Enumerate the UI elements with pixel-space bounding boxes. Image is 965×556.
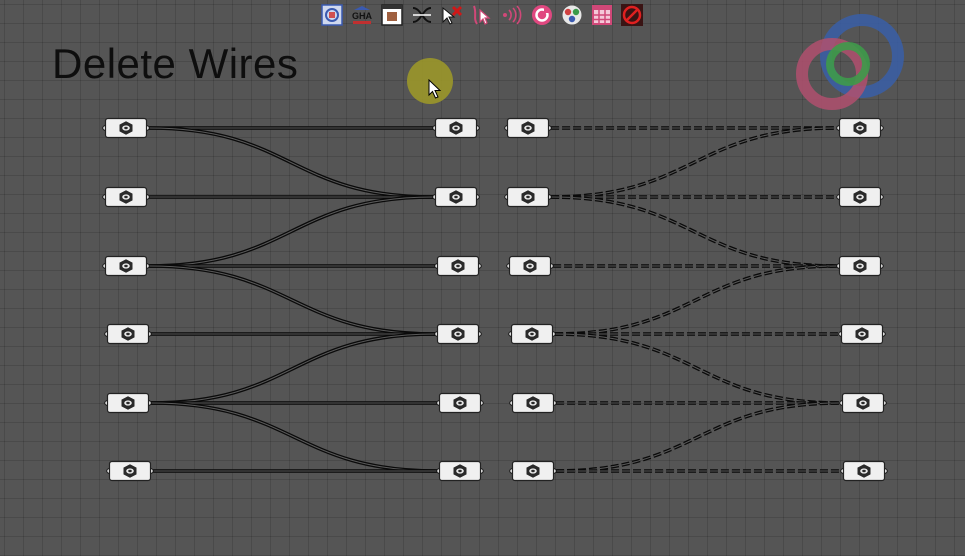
gha-icon: GHA bbox=[352, 6, 373, 24]
right-target-node-3[interactable] bbox=[838, 323, 886, 345]
broadcast-icon bbox=[503, 5, 522, 25]
gha-button[interactable]: GHA bbox=[350, 3, 374, 27]
param-node-icon bbox=[509, 392, 557, 414]
left-target-node-5[interactable] bbox=[436, 460, 484, 482]
param-node-icon bbox=[506, 255, 554, 277]
right-source-node-3[interactable] bbox=[508, 323, 556, 345]
left-wire-3[interactable] bbox=[148, 195, 434, 268]
left-source-node-3[interactable] bbox=[104, 323, 152, 345]
refresh-circle-icon bbox=[532, 5, 552, 25]
window-icon bbox=[381, 4, 403, 26]
right-wire-7[interactable] bbox=[554, 332, 841, 405]
param-node-icon bbox=[838, 323, 886, 345]
param-node-icon bbox=[436, 460, 484, 482]
right-source-node-0[interactable] bbox=[504, 117, 552, 139]
right-source-node-5[interactable] bbox=[509, 460, 557, 482]
param-node-icon bbox=[106, 460, 154, 482]
left-source-node-5[interactable] bbox=[106, 460, 154, 482]
left-wire-5[interactable] bbox=[148, 264, 436, 336]
delete-wire-button[interactable] bbox=[440, 3, 464, 27]
right-source-node-2[interactable] bbox=[506, 255, 554, 277]
param-node-icon bbox=[102, 186, 150, 208]
param-node-icon bbox=[839, 392, 887, 414]
right-target-node-2[interactable] bbox=[836, 255, 884, 277]
left-wire-9[interactable] bbox=[150, 401, 438, 473]
param-node-icon bbox=[840, 460, 888, 482]
left-source-node-2[interactable] bbox=[102, 255, 150, 277]
param-node-icon bbox=[434, 255, 482, 277]
left-target-node-4[interactable] bbox=[436, 392, 484, 414]
delete-wire-icon bbox=[442, 5, 463, 25]
toolbar: GHA bbox=[320, 3, 644, 27]
left-target-node-0[interactable] bbox=[432, 117, 480, 139]
right-target-node-0[interactable] bbox=[836, 117, 884, 139]
left-target-node-2[interactable] bbox=[434, 255, 482, 277]
param-node-icon bbox=[836, 117, 884, 139]
param-node-icon bbox=[508, 323, 556, 345]
left-target-node-3[interactable] bbox=[434, 323, 482, 345]
left-source-node-0[interactable] bbox=[102, 117, 150, 139]
mouse-pointer-icon bbox=[428, 79, 442, 99]
right-target-node-4[interactable] bbox=[839, 392, 887, 414]
param-node-icon bbox=[836, 255, 884, 277]
wire-pointer-icon bbox=[473, 5, 491, 25]
left-wire-7[interactable] bbox=[150, 332, 436, 405]
wire-display-icon bbox=[412, 7, 432, 23]
wire-display-button[interactable] bbox=[410, 3, 434, 27]
window-button[interactable] bbox=[380, 3, 404, 27]
right-wire-1[interactable] bbox=[550, 126, 838, 199]
param-node-icon bbox=[102, 117, 150, 139]
table-icon bbox=[592, 5, 612, 25]
param-node-icon bbox=[836, 186, 884, 208]
param-node-icon bbox=[504, 186, 552, 208]
left-wire-1[interactable] bbox=[148, 126, 434, 199]
left-source-node-1[interactable] bbox=[102, 186, 150, 208]
right-wire-9[interactable] bbox=[555, 401, 841, 473]
left-target-node-1[interactable] bbox=[432, 186, 480, 208]
param-node-icon bbox=[436, 392, 484, 414]
page-title: Delete Wires bbox=[52, 40, 299, 87]
color-dots-icon bbox=[561, 4, 583, 26]
wire-pointer-button[interactable] bbox=[470, 3, 494, 27]
broadcast-button[interactable] bbox=[500, 3, 524, 27]
param-node-icon bbox=[432, 117, 480, 139]
param-node-icon bbox=[509, 460, 557, 482]
left-source-node-4[interactable] bbox=[104, 392, 152, 414]
param-node-icon bbox=[104, 323, 152, 345]
forbidden-icon bbox=[621, 4, 643, 26]
clipboard-button[interactable] bbox=[320, 3, 344, 27]
forbidden-button[interactable] bbox=[620, 3, 644, 27]
right-wire-3[interactable] bbox=[550, 195, 838, 268]
color-dots-button[interactable] bbox=[560, 3, 584, 27]
logo-icon bbox=[796, 14, 904, 110]
right-source-node-1[interactable] bbox=[504, 186, 552, 208]
right-wire-5[interactable] bbox=[554, 264, 838, 336]
param-node-icon bbox=[504, 117, 552, 139]
right-target-node-1[interactable] bbox=[836, 186, 884, 208]
right-target-node-5[interactable] bbox=[840, 460, 888, 482]
param-node-icon bbox=[102, 255, 150, 277]
refresh-circle-button[interactable] bbox=[530, 3, 554, 27]
svg-text:GHA: GHA bbox=[352, 11, 373, 21]
right-source-node-4[interactable] bbox=[509, 392, 557, 414]
param-node-icon bbox=[434, 323, 482, 345]
table-button[interactable] bbox=[590, 3, 614, 27]
clipboard-icon bbox=[321, 4, 343, 26]
param-node-icon bbox=[432, 186, 480, 208]
param-node-icon bbox=[104, 392, 152, 414]
